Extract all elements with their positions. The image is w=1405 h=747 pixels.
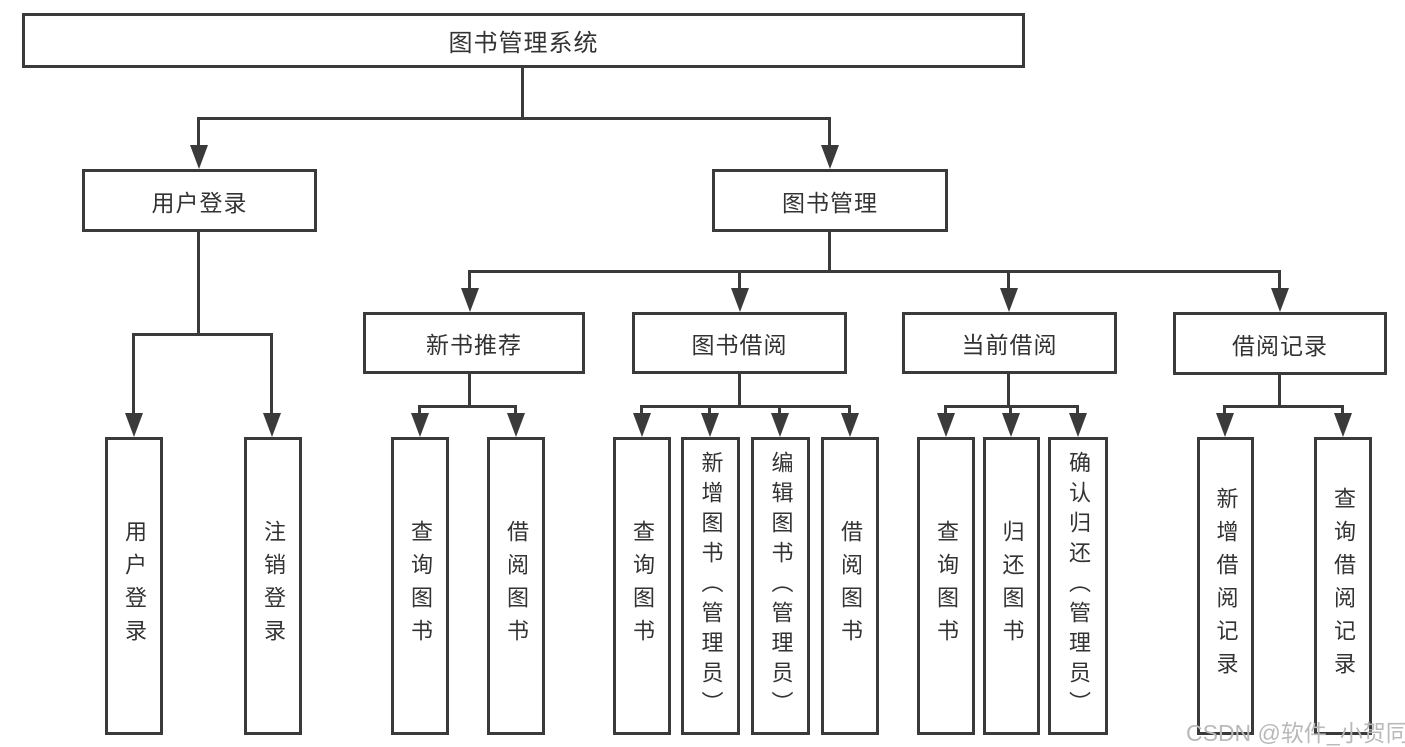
connector-line-v [778, 405, 781, 415]
connector-line-v [1076, 405, 1079, 415]
leaf-label: 查询借阅记录 [1331, 487, 1356, 685]
node-label: 新书推荐 [426, 332, 522, 358]
connector-line-v [132, 333, 135, 415]
node-book-management: 图书管理 [712, 169, 948, 232]
node-label: 图书管理 [782, 189, 878, 216]
connector-line-v [738, 270, 741, 290]
arrow-down-icon [731, 288, 749, 312]
arrow-down-icon [507, 413, 525, 437]
leaf-query-books-recommend: 查询图书 [391, 437, 449, 735]
arrow-down-icon [190, 145, 208, 169]
connector-line-h [1223, 405, 1344, 408]
connector-line-v [418, 405, 421, 415]
leaf-query-borrow-record: 查询借阅记录 [1314, 437, 1372, 735]
leaf-user-login: 用户登录 [105, 437, 163, 735]
connector-line-v [468, 270, 471, 290]
arrow-down-icon [937, 413, 955, 437]
node-borrowing-records: 借阅记录 [1173, 312, 1387, 375]
leaf-label: 注销登录 [261, 520, 286, 652]
node-user-login: 用户登录 [82, 169, 317, 232]
node-new-book-recommend: 新书推荐 [363, 312, 585, 374]
connector-line-h [468, 270, 1281, 273]
connector-line-h [418, 405, 517, 408]
leaf-borrow-books-recommend: 借阅图书 [487, 437, 545, 735]
connector-line-v [738, 374, 741, 408]
leaf-borrow-books: 借阅图书 [821, 437, 879, 735]
leaf-label: 查询图书 [408, 520, 433, 652]
connector-line-v [944, 405, 947, 415]
node-label: 图书借阅 [691, 332, 788, 358]
leaf-label: 新增借阅记录 [1213, 487, 1239, 685]
leaf-return-book: 归还图书 [983, 437, 1040, 735]
connector-line-v [514, 405, 517, 415]
arrow-down-icon [411, 413, 429, 437]
leaf-add-book-admin: 新增图书（管理员） [681, 437, 740, 735]
watermark-text: CSDN @软件_小贺同学 [1186, 720, 1405, 746]
leaf-label: 用户登录 [122, 520, 147, 652]
connector-line-v [1007, 374, 1010, 408]
connector-line-v [828, 117, 831, 148]
leaf-label: 借阅图书 [504, 520, 529, 652]
leaf-label: 新增图书（管理员） [698, 451, 724, 721]
arrow-down-icon [1271, 288, 1289, 312]
connector-line-v [1278, 270, 1281, 290]
leaf-label: 归还图书 [999, 520, 1025, 652]
connector-line-v [1009, 405, 1012, 415]
root-node: 图书管理系统 [22, 13, 1025, 68]
connector-line-h [640, 405, 851, 408]
arrow-down-icon [1000, 288, 1018, 312]
connector-line-v [1278, 375, 1281, 408]
node-current-borrowing: 当前借阅 [902, 312, 1117, 374]
connector-line-v [1223, 405, 1226, 415]
leaf-label: 查询图书 [630, 520, 655, 652]
arrow-down-icon [1069, 413, 1087, 437]
arrow-down-icon [125, 413, 143, 437]
connector-line-v [1341, 405, 1344, 415]
connector-line-v [197, 232, 200, 336]
connector-line-v [521, 68, 524, 120]
node-label: 当前借阅 [961, 332, 1058, 358]
arrow-down-icon [263, 413, 281, 437]
leaf-label: 编辑图书（管理员） [768, 451, 794, 721]
arrow-down-icon [841, 413, 859, 437]
connector-line-v [1007, 270, 1010, 290]
leaf-label: 查询图书 [934, 520, 959, 652]
connector-line-v [468, 374, 471, 408]
leaf-confirm-return-admin: 确认归还（管理员） [1048, 437, 1108, 735]
arrow-down-icon [461, 288, 479, 312]
node-label: 借阅记录 [1232, 332, 1328, 359]
arrow-down-icon [633, 413, 651, 437]
connector-line-h [132, 333, 273, 336]
node-label: 用户登录 [151, 189, 248, 216]
arrow-down-icon [771, 413, 789, 437]
arrow-down-icon [1002, 413, 1020, 437]
arrow-down-icon [821, 145, 839, 169]
connector-line-v [197, 117, 200, 148]
connector-line-v [270, 333, 273, 415]
arrow-down-icon [1334, 413, 1352, 437]
connector-line-v [848, 405, 851, 415]
leaf-label: 借阅图书 [838, 520, 863, 652]
leaf-query-books-borrowing: 查询图书 [613, 437, 671, 735]
arrow-down-icon [1216, 413, 1234, 437]
connector-line-h [197, 117, 831, 120]
leaf-label: 确认归还（管理员） [1066, 451, 1091, 721]
node-book-borrowing: 图书借阅 [632, 312, 847, 374]
leaf-add-borrow-record: 新增借阅记录 [1197, 437, 1254, 735]
leaf-logout: 注销登录 [244, 437, 302, 735]
root-node-label: 图书管理系统 [448, 30, 599, 57]
connector-line-v [708, 405, 711, 415]
arrow-down-icon [701, 413, 719, 437]
connector-line-v [828, 232, 831, 273]
connector-line-v [640, 405, 643, 415]
leaf-query-books-current: 查询图书 [917, 437, 975, 735]
leaf-edit-book-admin: 编辑图书（管理员） [751, 437, 810, 735]
